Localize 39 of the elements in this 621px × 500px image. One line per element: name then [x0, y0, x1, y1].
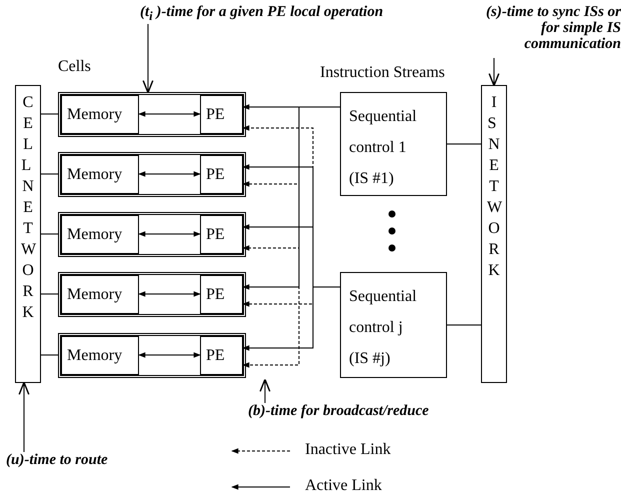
legend-text: Inactive Link — [305, 441, 391, 459]
memory-box: Memory — [61, 336, 139, 375]
processor-box: PE — [200, 275, 243, 314]
annotation-text: (s)-time to sync ISs or for simple IS communication — [470, 4, 621, 58]
cell-box — [58, 92, 246, 137]
memory-box: Memory — [61, 95, 139, 134]
control-box: Sequential control j (IS #j) — [340, 272, 447, 378]
cell-box — [58, 272, 246, 317]
cell-box — [58, 212, 246, 257]
section-label: Instruction Streams — [320, 64, 445, 82]
arrow — [138, 171, 201, 177]
annotation-text: (t$_{i}$ )-time for a given PE local operation — [140, 4, 470, 24]
network-box: IS NETWORK — [481, 85, 507, 383]
connector-line — [446, 324, 482, 326]
leader-arrow — [488, 58, 500, 86]
control-box: Sequential control 1 (IS #1) — [340, 92, 447, 196]
processor-box: PE — [200, 215, 243, 254]
cell-box — [58, 152, 246, 197]
memory-box: Memory — [61, 155, 139, 194]
annotation-text: (u)-time to route — [6, 452, 146, 472]
arrow — [138, 352, 201, 358]
network-box: CELL NETWORK — [15, 85, 41, 383]
processor-box: PE — [200, 336, 243, 375]
arrow — [138, 291, 201, 297]
connector-line — [40, 354, 58, 356]
section-label: Cells — [58, 58, 91, 76]
arrow — [242, 286, 340, 351]
memory-box: Memory — [61, 215, 139, 254]
arrow — [138, 111, 201, 117]
cell-box — [58, 333, 246, 378]
legend-text: Active Link — [305, 477, 382, 495]
processor-box: PE — [200, 155, 243, 194]
arrow — [138, 231, 201, 237]
leader-arrow — [18, 382, 30, 452]
processor-box: PE — [200, 95, 243, 134]
leader-arrow — [142, 24, 154, 94]
leader-arrow — [259, 378, 271, 404]
annotation-text: (b)-time for broadcast/reduce — [248, 403, 488, 423]
memory-box: Memory — [61, 275, 139, 314]
